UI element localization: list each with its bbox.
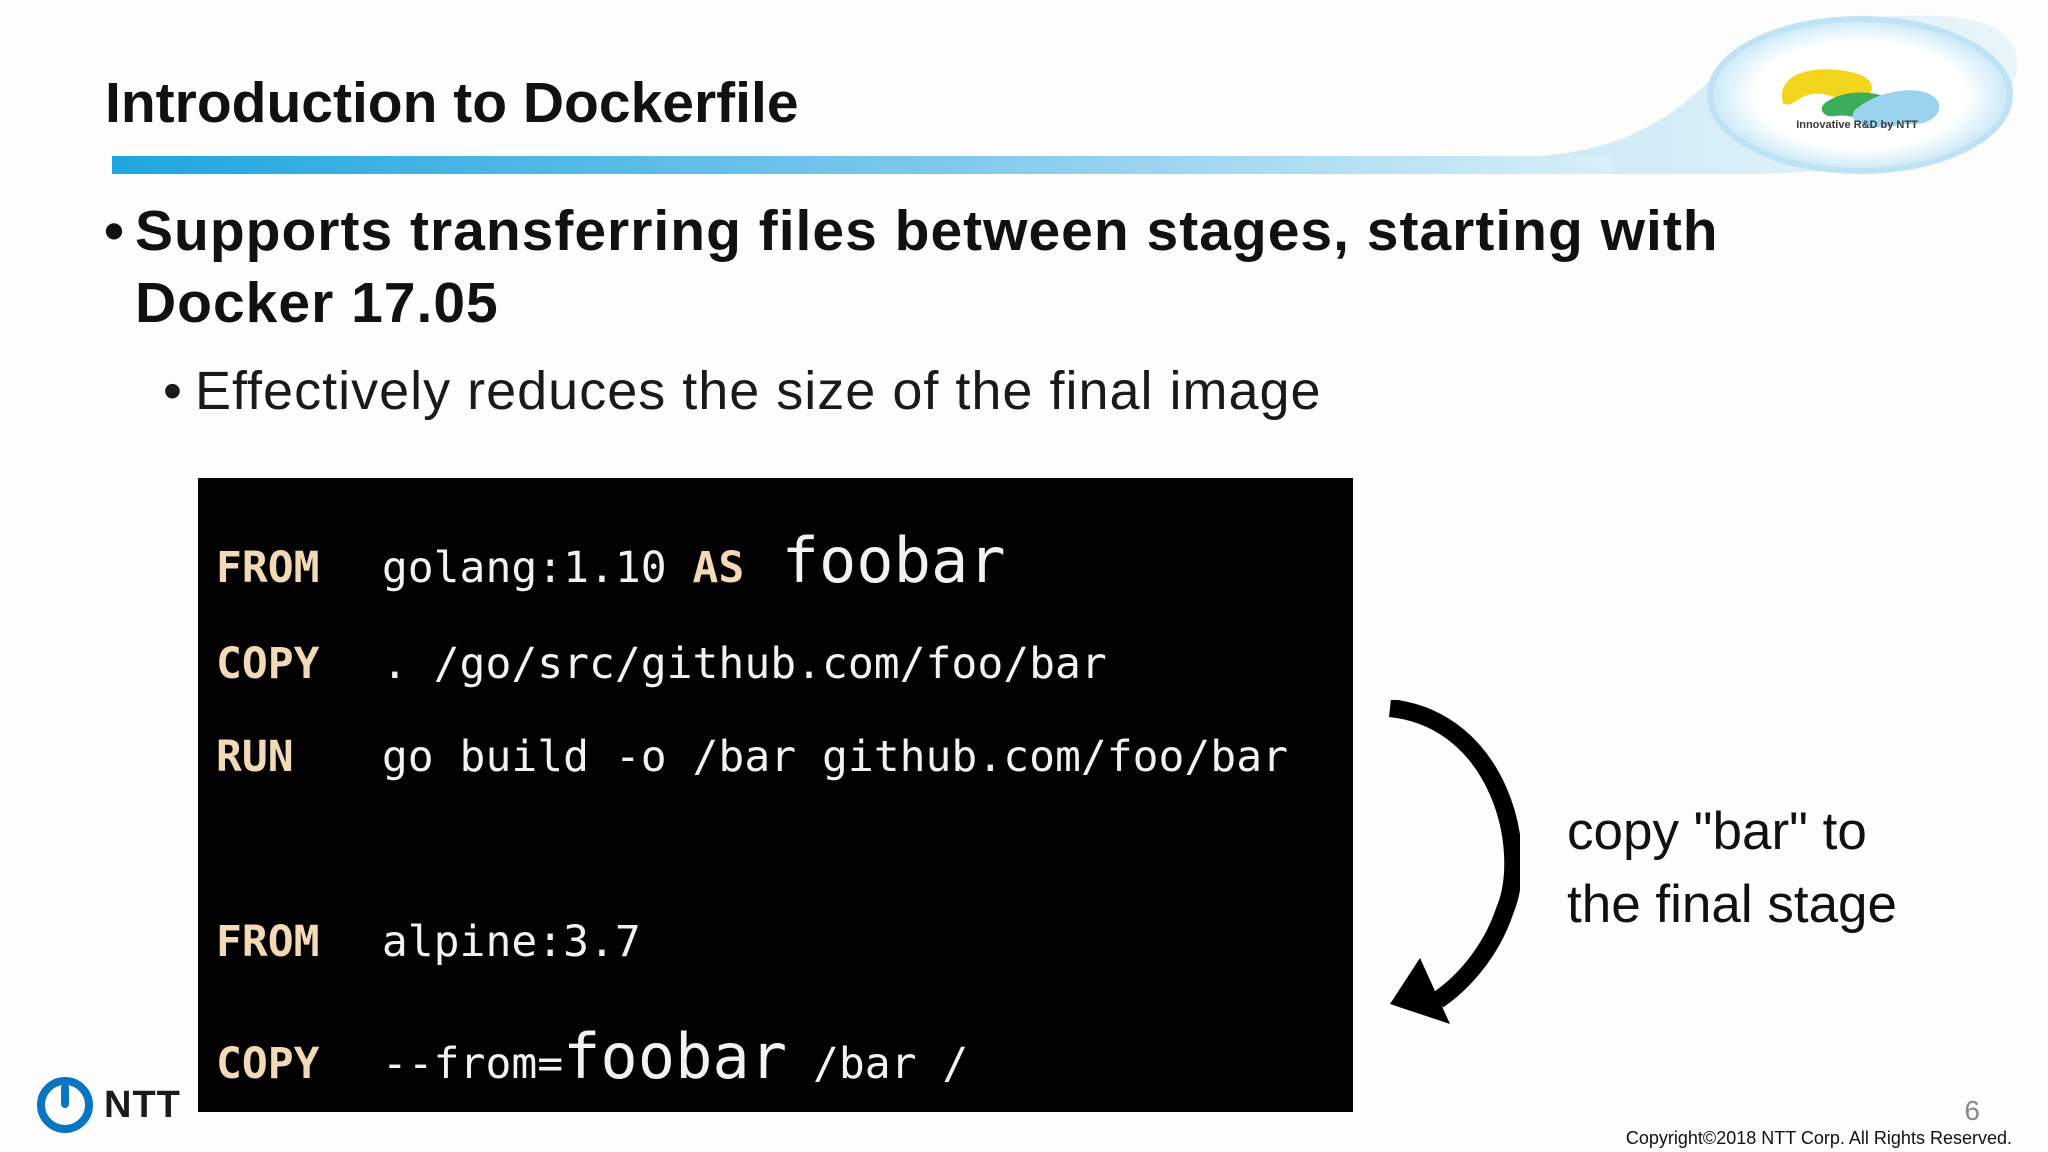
- code-argument: --from=: [356, 1039, 564, 1089]
- code-argument: . /go/src/github.com/foo/bar: [356, 639, 1107, 689]
- code-argument: go build -o /bar github.com/foo/bar: [356, 732, 1288, 782]
- slide-title: Introduction to Dockerfile: [105, 71, 799, 135]
- header-swoosh: [112, 15, 2018, 175]
- brand-swirl-logo: [1705, 18, 2005, 168]
- annotation-line: the final stage: [1567, 875, 1898, 934]
- bullet-level-1: • Supports transferring files between st…: [104, 195, 1924, 339]
- code-keyword: COPY: [216, 1039, 320, 1089]
- bullet-marker: •: [163, 361, 183, 421]
- ntt-logo: NTT: [36, 1076, 181, 1134]
- code-argument: /bar /: [787, 1039, 969, 1089]
- copyright-notice: Copyright©2018 NTT Corp. All Rights Rese…: [1625, 1128, 2012, 1148]
- code-line: RUN go build -o /bar github.com/foo/bar: [216, 736, 1288, 779]
- bullet-text: Supports transferring files between stag…: [135, 199, 1719, 335]
- code-keyword: COPY: [216, 639, 320, 689]
- code-keyword: FROM: [216, 917, 320, 967]
- code-keyword: RUN: [216, 732, 294, 782]
- annotation-line: copy "bar" to: [1567, 802, 1867, 861]
- code-line: COPY --from=foobar /bar /: [216, 1026, 968, 1088]
- page-number: 6: [1964, 1095, 1980, 1126]
- ntt-wordmark: NTT: [104, 1083, 181, 1126]
- code-line: COPY . /go/src/github.com/foo/bar: [216, 643, 1107, 686]
- code-line: FROM alpine:3.7: [216, 921, 641, 964]
- bullet-text: Effectively reduces the size of the fina…: [195, 361, 1322, 421]
- ntt-mark-icon: [37, 1077, 93, 1133]
- dockerfile-code-block: FROM golang:1.10 AS foobar COPY . /go/sr…: [198, 478, 1353, 1112]
- code-argument: alpine:3.7: [356, 917, 641, 967]
- brand-tagline: Innovative R&D by NTT: [1796, 119, 1918, 131]
- curved-arrow-icon: [1388, 700, 1520, 1024]
- stage-name: foobar: [744, 524, 1006, 597]
- annotation-text: copy "bar" to the final stage: [1567, 795, 1897, 941]
- code-argument: golang:1.10: [356, 543, 693, 593]
- code-keyword: AS: [692, 543, 745, 593]
- code-keyword: FROM: [216, 543, 320, 593]
- stage-name: foobar: [563, 1020, 788, 1093]
- code-line: FROM golang:1.10 AS foobar: [216, 530, 1006, 592]
- bullet-level-2: •Effectively reduces the size of the fin…: [163, 356, 1322, 426]
- bullet-marker: •: [104, 199, 125, 263]
